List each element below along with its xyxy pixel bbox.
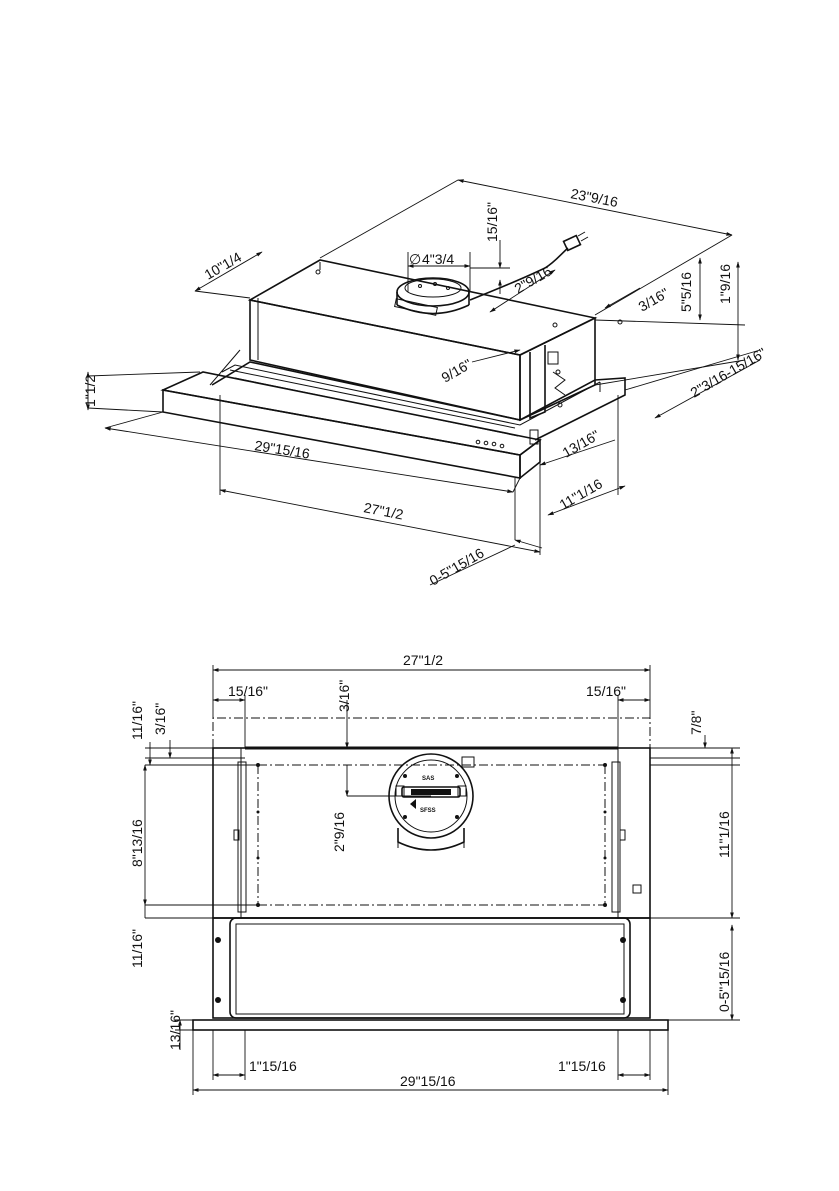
fan-label-top: SAS [422, 776, 434, 782]
fv-left-bottom: 11/16" [129, 929, 145, 968]
front-plate [193, 1020, 668, 1030]
fan-label-bottom: SFSS [420, 808, 436, 814]
dim-depth-extension: 11"1/16 [557, 475, 606, 512]
dim-front-width: 29"15/16 [254, 437, 312, 462]
fv-bottom-left: 1"15/16 [249, 1058, 297, 1074]
fan-unit: SAS SFSS [389, 754, 474, 850]
fv-left-top-a: 11/16" [129, 701, 145, 740]
dim-outlet-diameter: 4"3/4 [422, 251, 454, 267]
dim-total-height: 1"9/16 [717, 264, 733, 304]
front-view: SAS SFSS [129, 652, 740, 1095]
dim-outlet-diameter-symbol: ∅ [409, 251, 421, 267]
mounting-screws [215, 747, 626, 1004]
dim-front-height: 1"1/2 [82, 375, 98, 407]
fv-left-inset: 15/16" [228, 683, 268, 699]
dim-drawer-range: 2"3/16-15/16" [688, 344, 769, 400]
dim-front-depth: 13/16" [560, 427, 603, 461]
fv-outlet-offset: 2"9/16 [331, 812, 347, 852]
fv-top-offset: 3/16" [336, 680, 352, 712]
fv-front-panel: 13/16" [167, 1010, 183, 1050]
dim-body-height: 5"5/16 [678, 272, 694, 312]
visor-side [520, 440, 540, 478]
fv-right-span: 11"1/16 [716, 811, 732, 858]
dim-rear-offset: 3/16" [636, 285, 672, 315]
dim-side-step: 9/16" [439, 356, 475, 386]
fv-right-bottom: 0-5"15/16 [716, 952, 732, 1012]
fv-bottom-right: 1"15/16 [558, 1058, 606, 1074]
fv-front-width: 29"15/16 [400, 1073, 456, 1089]
fv-left-top-b: 3/16" [152, 703, 168, 735]
dim-depth-side: 10"1/4 [202, 249, 245, 283]
dim-outlet-height: 15/16" [484, 202, 500, 242]
dim-width-depth: 23"9/16 [569, 185, 619, 210]
dim-outlet-offset: 2"9/16 [512, 263, 555, 297]
fv-right-inset: 15/16" [586, 683, 626, 699]
fv-left-span: 8"13/16 [129, 819, 145, 867]
fv-overall-width: 27"1/2 [403, 652, 443, 668]
dim-extension-range: 0-5"15/16 [427, 545, 487, 589]
visor [213, 918, 650, 1018]
isometric-view: 23"9/16 10"1/4 ∅ 4"3/4 15/16" 2"9/16 3/1… [82, 180, 769, 589]
hood-body [213, 748, 650, 918]
fv-right-top: 7/8" [688, 711, 704, 735]
